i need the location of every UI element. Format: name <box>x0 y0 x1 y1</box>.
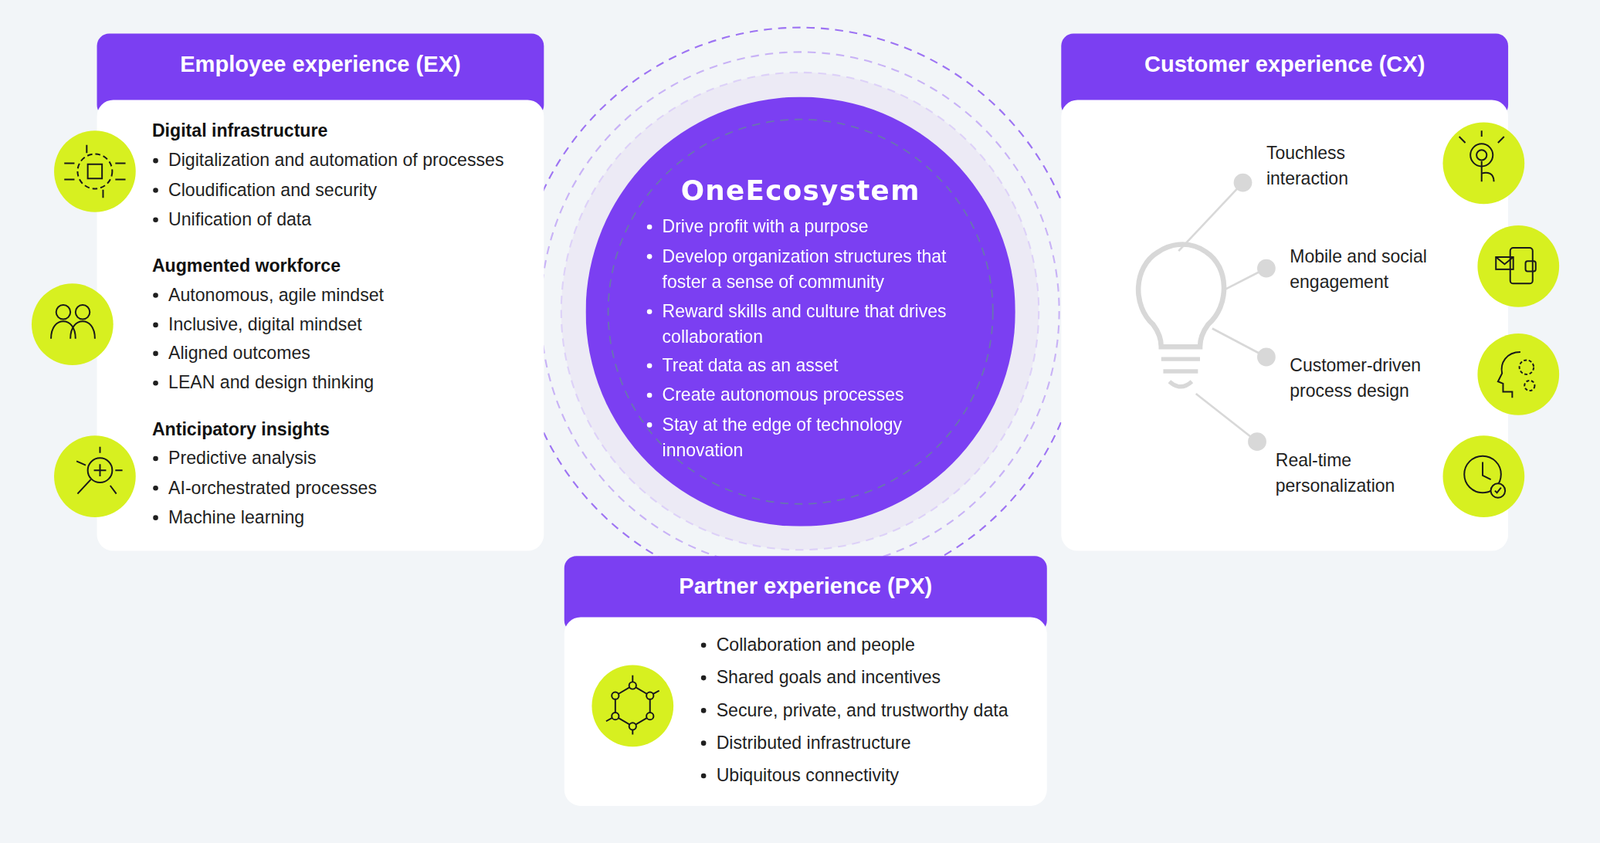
person-head <box>75 305 91 320</box>
bullet-dot <box>701 642 707 648</box>
middle-ring <box>540 51 1059 570</box>
feature-label: Touchless interaction <box>1266 140 1367 192</box>
person-body <box>50 321 95 339</box>
principle-text: Develop organization structures that fos… <box>662 243 972 295</box>
bullet-dot <box>647 392 653 398</box>
experience-panel: Customer experience (CX) Touchless intera… <box>1061 33 1509 552</box>
bullet-dot <box>152 157 159 163</box>
halo-disc <box>561 72 1039 550</box>
section-heading: Augmented workforce <box>152 254 520 277</box>
ecosystem-title: OneEcosystem <box>586 173 1016 209</box>
bullet-dot <box>152 515 159 521</box>
bullet-dot <box>647 362 653 369</box>
outer-ring <box>516 27 1085 596</box>
feature-label: Real-time personalization <box>1275 447 1423 499</box>
experience-panel: Partner experience (PX) Collaboration and… <box>564 555 1048 807</box>
panel-heading: Customer experience (CX) <box>1061 50 1509 79</box>
bullet-dot <box>152 186 159 193</box>
bullet-text: Distributed infrastructure <box>716 731 1044 754</box>
ecosystem-circle: OneEcosystemDrive profit with a purposeD… <box>586 97 1016 527</box>
bullet-text: Predictive analysis <box>168 447 536 470</box>
principle-text: Stay at the edge of technology innovatio… <box>662 411 972 463</box>
bullet-dot <box>152 455 159 462</box>
bullet-text: Autonomous, agile mindset <box>168 283 536 306</box>
feature-label: Customer-driven process design <box>1289 352 1437 404</box>
bullet-text: Ubiquitous connectivity <box>716 764 1044 787</box>
panel-heading: Partner experience (PX) <box>564 572 1048 601</box>
bullet-dot <box>152 322 159 328</box>
section-heading: Anticipatory insights <box>152 418 520 441</box>
bullet-text: AI-orchestrated processes <box>168 476 536 499</box>
gear <box>1524 380 1535 391</box>
bullet-text: LEAN and design thinking <box>168 371 536 394</box>
experience-panel: Employee experience (EX) Digital infrastr… <box>97 33 545 552</box>
gear <box>1519 359 1535 375</box>
principle-text: Create autonomous processes <box>662 382 972 408</box>
bullet-dot <box>701 740 707 746</box>
bullet-dot <box>152 216 159 223</box>
inner-ring <box>561 72 1039 550</box>
bullet-text: Inclusive, digital mindset <box>168 313 536 336</box>
circle-fill <box>586 97 1016 527</box>
bullet-text: Collaboration and people <box>716 633 1044 657</box>
bullet-text: Cloudification and security <box>168 178 536 201</box>
bullet-dot <box>152 292 159 299</box>
person-head <box>56 305 72 320</box>
bullet-dot <box>152 379 159 386</box>
bullet-text: Shared goals and incentives <box>716 666 1044 689</box>
principle-text: Reward skills and culture that drives co… <box>662 298 972 350</box>
people-icon <box>50 305 95 339</box>
phone-outline <box>1510 247 1533 284</box>
bullet-dot <box>647 421 653 428</box>
section-heading: Digital infrastructure <box>152 119 520 143</box>
principle-text: Treat data as an asset <box>662 352 972 379</box>
bullet-text: Machine learning <box>168 505 536 529</box>
bullet-text: Aligned outcomes <box>168 342 536 365</box>
bullet-text: Digitalization and automation of process… <box>168 149 536 172</box>
principle-text: Drive profit with a purpose <box>662 213 972 240</box>
bullet-dot <box>647 223 653 230</box>
bullet-dot <box>701 772 707 779</box>
bullet-dot <box>647 308 653 315</box>
panel-heading: Employee experience (EX) <box>97 50 545 79</box>
bullet-dot <box>152 350 159 356</box>
feature-label: Mobile and social engagement <box>1289 243 1437 295</box>
bullet-text: Unification of data <box>168 208 536 231</box>
bullet-dot <box>701 674 707 681</box>
bullet-dot <box>152 484 159 491</box>
bullet-dot <box>701 707 707 713</box>
social-badge <box>1525 261 1536 272</box>
bullet-text: Secure, private, and trustworthy data <box>716 698 1044 722</box>
bullet-dot <box>647 253 653 259</box>
